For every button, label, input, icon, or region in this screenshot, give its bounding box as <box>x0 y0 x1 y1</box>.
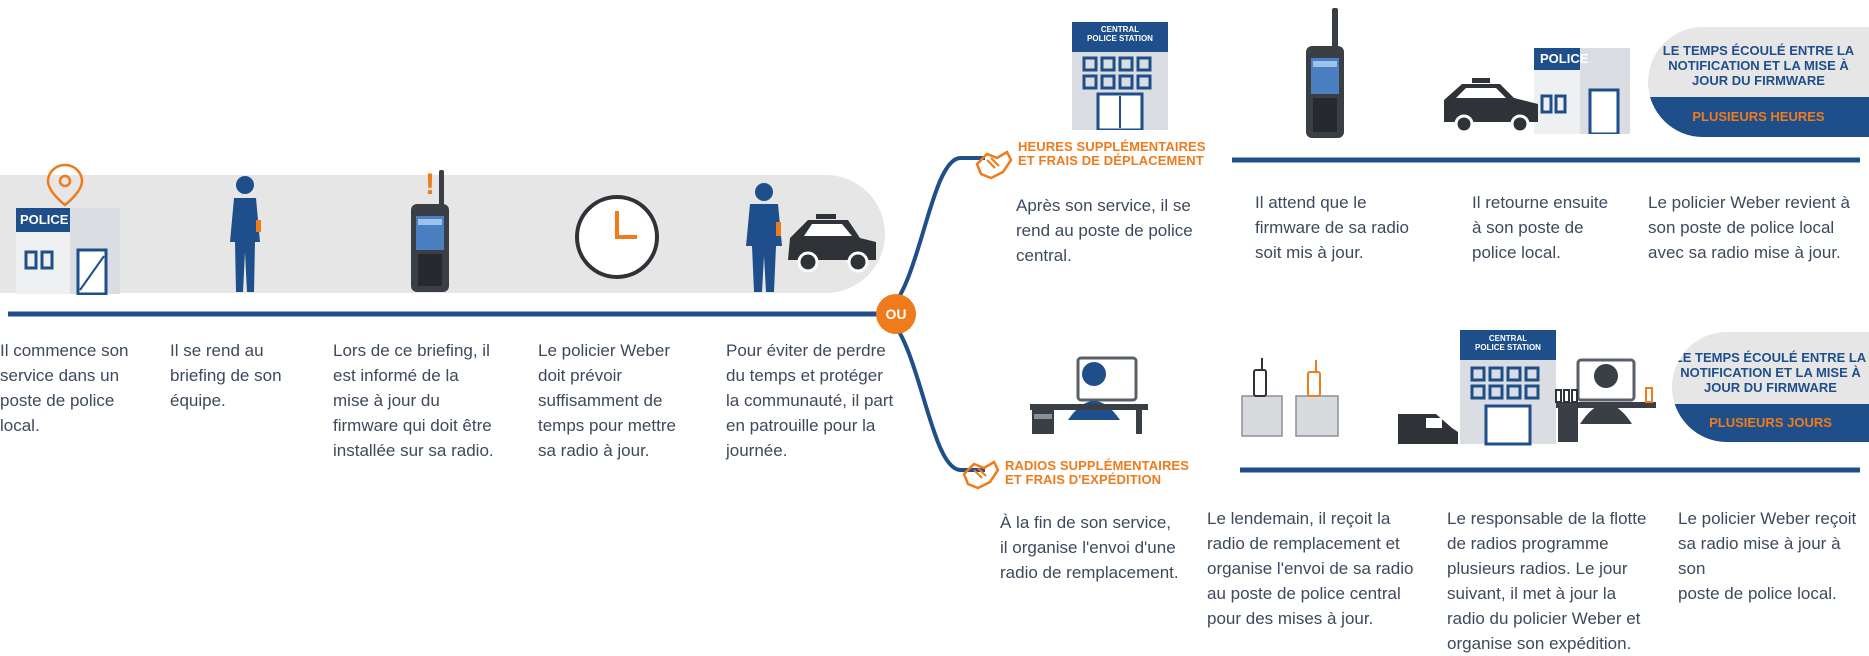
central-station-sign-bottom: CENTRAL POLICE STATION <box>1475 334 1541 352</box>
radio-alert-icon: ! <box>405 166 455 296</box>
bottom-time-box: LE TEMPS ÉCOULÉ ENTRE LA NOTIFICATION ET… <box>1672 332 1869 442</box>
top-time-box-title: LE TEMPS ÉCOULÉ ENTRE LA NOTIFICATION ET… <box>1662 43 1855 88</box>
overtime-hands-icon <box>973 146 1013 182</box>
step-4-caption: Le policier Weber doit prévoir suffisamm… <box>538 341 676 460</box>
top-time-box: LE TEMPS ÉCOULÉ ENTRE LA NOTIFICATION ET… <box>1648 27 1869 137</box>
shipping-label: RADIOS SUPPLÉMENTAIRES ET FRAIS D'EXPÉDI… <box>1005 458 1189 487</box>
step-2-caption: Il se rend au briefing de son équipe. <box>170 341 282 410</box>
step-local-station <box>10 160 120 295</box>
step-5-caption: Pour éviter de perdre du temps et protég… <box>726 341 894 460</box>
central-station-sign: CENTRAL POLICE STATION <box>1087 25 1153 43</box>
top-step-1-caption: Après son service, il se rend au poste d… <box>1016 196 1193 265</box>
officer-car-icon <box>738 180 878 295</box>
shipping-boxes-icon <box>1238 356 1343 438</box>
officer-icon <box>220 172 270 297</box>
location-pin-icon <box>46 163 84 207</box>
radio-icon <box>1300 6 1350 141</box>
van-station-technician-icon <box>1396 328 1658 446</box>
top-step-2-caption: Il attend que le firmware de sa radio so… <box>1255 193 1410 262</box>
bottom-time-box-title: LE TEMPS ÉCOULÉ ENTRE LA NOTIFICATION ET… <box>1674 350 1867 395</box>
clock-icon <box>573 193 661 281</box>
top-time-box-value: PLUSIEURS HEURES <box>1692 109 1825 124</box>
central-station-icon <box>1070 18 1170 130</box>
step-1-caption: Il commence son service dans un poste de… <box>0 341 129 435</box>
alert-exclamation: ! <box>425 168 435 201</box>
top-step-4-caption: Le policier Weber revient à son poste de… <box>1648 193 1850 262</box>
step-3-caption: Lors de ce briefing, il est informé de l… <box>333 341 494 460</box>
bottom-step-4-caption: Le policier Weber reçoit sa radio mise à… <box>1678 509 1857 603</box>
top-step-3-caption: Il retourne ensuite à son poste de polic… <box>1472 193 1609 262</box>
bottom-step-1-caption: À la fin de son service, il organise l'e… <box>1000 513 1179 582</box>
or-badge: OU <box>876 294 916 334</box>
top-time-box-band <box>1648 97 1869 137</box>
overtime-label: HEURES SUPPLÉMENTAIRES ET FRAIS DE DÉPLA… <box>1018 139 1206 168</box>
bottom-step-3-caption: Le responsable de la flotte de radios pr… <box>1447 509 1647 653</box>
local-station-sign: POLICE <box>20 212 69 227</box>
car-local-station-icon <box>1442 46 1632 134</box>
bottom-time-box-value: PLUSIEURS JOURS <box>1709 415 1832 430</box>
bottom-step-2-caption: Le lendemain, il reçoit la radio de remp… <box>1207 509 1414 628</box>
person-desk-icon <box>1028 356 1148 436</box>
shipping-hands-icon <box>960 456 1000 492</box>
local-station-sign-top: POLICE <box>1540 51 1589 66</box>
bottom-time-box-band <box>1672 404 1869 442</box>
